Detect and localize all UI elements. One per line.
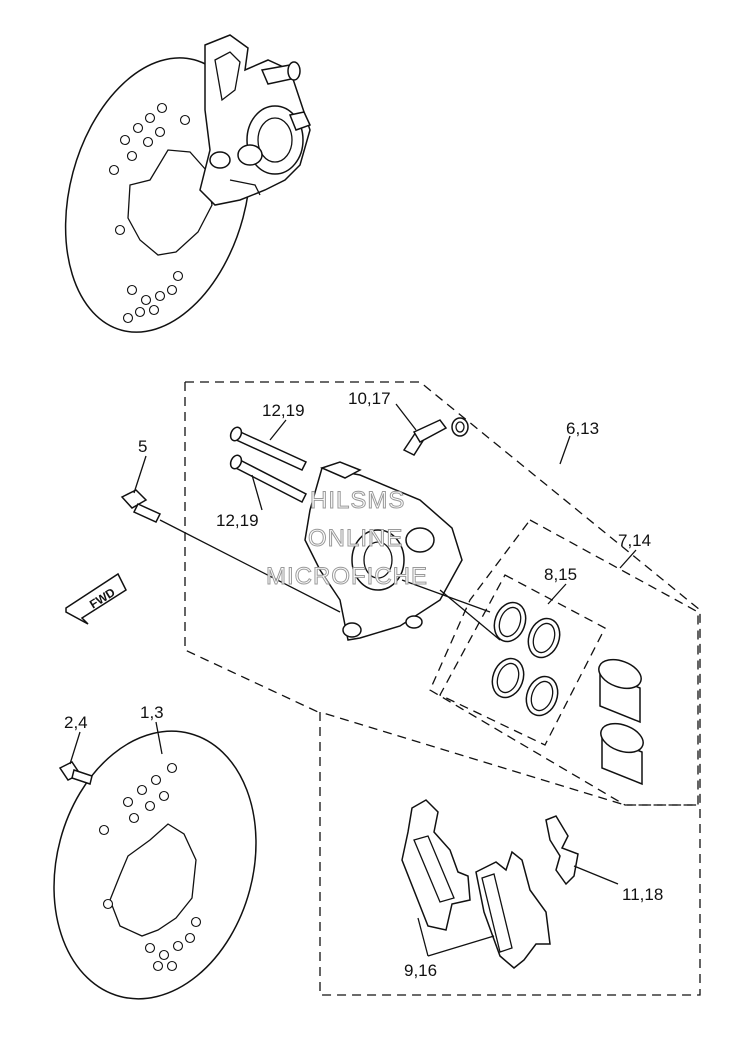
label-6-13: 6,13 bbox=[566, 419, 599, 438]
brake-disc bbox=[53, 730, 257, 1000]
label-1-3: 1,3 bbox=[140, 703, 164, 722]
watermark: HILSMS ONLINE MICROFICHE bbox=[266, 487, 428, 591]
disc-bolt bbox=[58, 761, 93, 785]
caliper-pin-lower bbox=[229, 454, 308, 504]
callout-labels: 12,19 12,19 10,17 6,13 5 7,14 8,15 2,4 1… bbox=[64, 389, 663, 980]
assembled-brake-view bbox=[64, 34, 312, 333]
label-7-14: 7,14 bbox=[618, 531, 651, 550]
assembly-outline-7-14 bbox=[429, 519, 699, 806]
assembled-disc bbox=[64, 57, 252, 333]
label-2-4: 2,4 bbox=[64, 713, 88, 732]
label-12-19-bottom: 12,19 bbox=[216, 511, 259, 530]
watermark-line-1: HILSMS bbox=[310, 487, 405, 514]
watermark-line-3: MICROFICHE bbox=[266, 563, 428, 590]
label-11-18: 11,18 bbox=[622, 885, 663, 904]
caliper-body bbox=[304, 461, 501, 641]
brake-pads bbox=[401, 799, 551, 969]
caliper-bolt bbox=[120, 489, 341, 613]
caliper-pin-upper bbox=[229, 426, 308, 471]
label-12-19-top: 12,19 bbox=[262, 401, 305, 420]
piston-seals bbox=[491, 601, 561, 717]
bleeder-screw bbox=[402, 417, 469, 456]
watermark-line-2: ONLINE bbox=[308, 525, 403, 552]
leader-lines bbox=[69, 403, 637, 957]
label-5: 5 bbox=[138, 437, 147, 456]
assembled-caliper bbox=[199, 34, 312, 206]
assembly-outline-6-13 bbox=[184, 381, 701, 996]
label-9-16: 9,16 bbox=[404, 961, 437, 980]
pistons bbox=[598, 658, 644, 786]
label-8-15: 8,15 bbox=[544, 565, 577, 584]
pad-spring bbox=[545, 815, 579, 886]
assembly-outline-8-15 bbox=[439, 574, 606, 746]
label-10-17: 10,17 bbox=[348, 389, 391, 408]
fwd-arrow-icon: FWD bbox=[65, 572, 127, 625]
